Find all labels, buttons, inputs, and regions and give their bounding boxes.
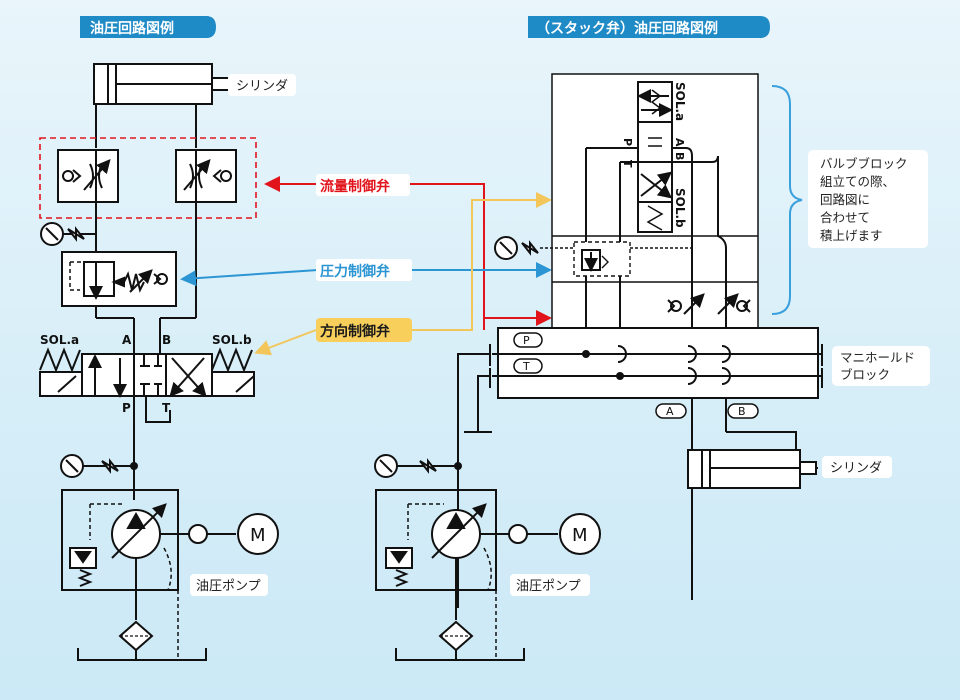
- pump-unit-right: [375, 489, 601, 661]
- sol-a-left: SOL.a: [40, 333, 79, 347]
- manifold-port-p: P: [523, 334, 530, 347]
- manifold-port-t: T: [522, 360, 530, 373]
- callout-pressure: 圧力制御弁: [180, 259, 552, 287]
- flow-control-valve-left: [57, 149, 119, 203]
- manifold-label: マニホールド ブロック: [840, 350, 919, 382]
- pressure-gauge-left-bottom: [60, 454, 138, 478]
- cylinder-right: [687, 431, 818, 489]
- port-b-right-top: B: [673, 152, 686, 160]
- pump-unit-left: [61, 489, 279, 661]
- cylinder-right-label: シリンダ: [830, 461, 882, 476]
- pressure-gauge-right-bottom: [374, 454, 462, 478]
- sol-b-right: SOL.b: [673, 188, 687, 228]
- flow-control-valves-right: [667, 290, 751, 320]
- right-texts: SOL.a SOL.b A B P T P T A B バルブブロック 組立ての…: [510, 82, 930, 596]
- title-right: （スタック弁）油圧回路図例: [528, 16, 770, 38]
- flow-valve-group-box: [39, 137, 257, 219]
- left-circuit: [39, 63, 279, 661]
- port-p-left: P: [122, 401, 131, 415]
- sol-a-right: SOL.a: [673, 82, 687, 121]
- pressure-control-valve-right: [494, 236, 692, 277]
- callout-pressure-label: 圧力制御弁: [320, 263, 390, 280]
- port-b-left: B: [162, 333, 171, 347]
- pressure-gauge-left-top: [40, 222, 96, 246]
- directional-valve-left: [39, 347, 255, 398]
- manifold-port-a: A: [666, 405, 674, 418]
- left-texts: シリンダ SOL.a SOL.b A B P T M 油圧ポンプ: [40, 74, 296, 596]
- cylinder-left-label: シリンダ: [236, 79, 288, 94]
- manifold-block: [497, 327, 819, 399]
- port-t-left: T: [162, 401, 171, 415]
- pump-left-label: 油圧ポンプ: [196, 579, 261, 594]
- title-left: 油圧回路図例: [80, 16, 216, 38]
- svg-text:油圧回路図例: 油圧回路図例: [90, 20, 174, 37]
- port-a-right-top: A: [673, 138, 686, 147]
- flow-control-valve-right: [175, 149, 237, 203]
- manifold-port-b: B: [738, 405, 746, 418]
- pump-right-label: 油圧ポンプ: [516, 579, 581, 594]
- motor-right: M: [572, 525, 588, 546]
- valve-block-note: バルブブロック 組立ての際、 回路図に 合わせて 積上げます: [820, 156, 912, 243]
- motor-left: M: [250, 525, 266, 546]
- pressure-control-valve-left: [61, 251, 177, 318]
- port-t-right-top: T: [621, 160, 634, 168]
- port-a-left: A: [122, 333, 132, 347]
- sol-b-left: SOL.b: [212, 333, 252, 347]
- callout-flow: 流量制御弁: [264, 174, 552, 330]
- callout-direction-label: 方向制御弁: [320, 323, 390, 340]
- cylinder-left: [93, 63, 231, 148]
- callout-flow-label: 流量制御弁: [320, 178, 390, 195]
- right-circuit: [374, 73, 823, 661]
- port-p-right-top: P: [621, 138, 634, 146]
- valve-block-bracket: [771, 85, 803, 315]
- svg-text:（スタック弁）油圧回路図例: （スタック弁）油圧回路図例: [536, 20, 718, 37]
- directional-valve-right: [637, 81, 673, 233]
- callout-direction: 方向制御弁: [254, 192, 552, 356]
